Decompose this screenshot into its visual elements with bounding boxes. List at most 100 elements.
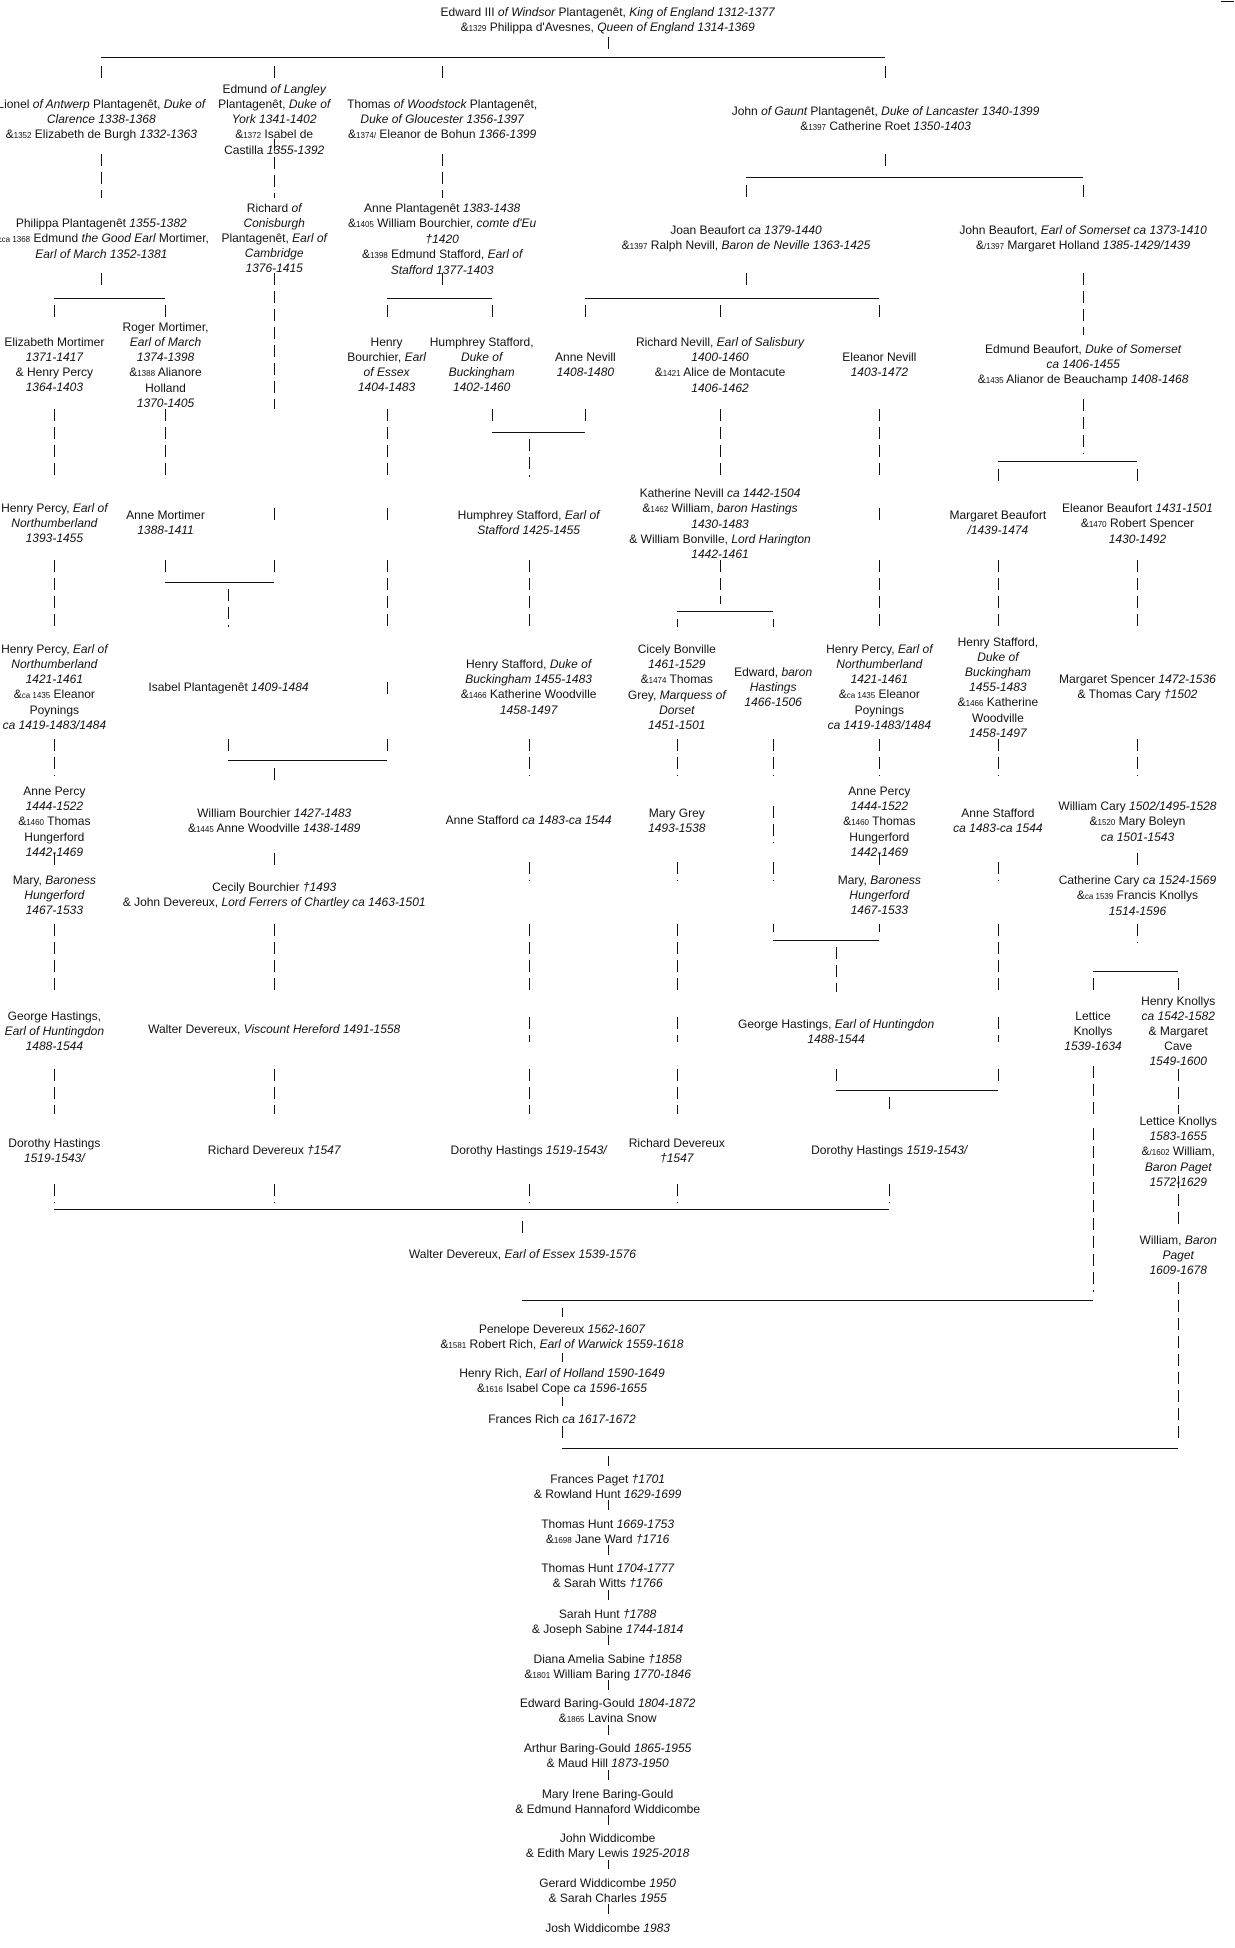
person-line: Northumberland	[1, 516, 107, 531]
descent-connector	[773, 618, 775, 628]
dates-or-title: 1421-1461	[25, 672, 84, 687]
descent-connector	[607, 1635, 609, 1645]
person-line: 1421-1461	[826, 672, 932, 687]
person-line: 1376-1415	[221, 261, 326, 276]
person-line: &1581 Robert Rich, Earl of Warwick 1559-…	[440, 1336, 684, 1351]
dates-or-title: Duke of	[549, 657, 592, 672]
descent-connector	[1083, 453, 1085, 454]
descent-connector	[607, 1679, 609, 1690]
person-sarah-hunt: Sarah Hunt †1788& Joseph Sabine 1744-181…	[532, 1607, 683, 1637]
descent-connector	[773, 775, 775, 777]
descent-connector	[676, 1034, 678, 1042]
descent-connector	[54, 1202, 56, 1203]
person-thomas-woodstock: Thomas of Woodstock Plantagenêt,Duke of …	[347, 97, 537, 143]
dates-or-title: ca 1524-1569	[1142, 872, 1217, 887]
person-thomas-hunt-1: Thomas Hunt 1669-1753&1698 Jane Ward †17…	[541, 1517, 674, 1548]
descent-connector	[1092, 1128, 1094, 1141]
dates-or-title: 1374-1398	[136, 349, 195, 364]
person-line: &1616 Isabel Cope ca 1596-1655	[476, 1381, 647, 1396]
person-line: Cambridge	[221, 246, 326, 261]
descent-connector	[879, 409, 881, 422]
person-john-widdicombe: John Widdicombe& Edith Mary Lewis 1925-2…	[526, 1831, 689, 1861]
descent-connector	[676, 977, 678, 990]
dates-or-title: Baroness	[870, 872, 921, 887]
person-line: Humphrey Stafford,	[429, 334, 534, 349]
person-line: 1370-1405	[122, 396, 208, 411]
person-line: 1393-1455	[1, 531, 107, 546]
marriage-year: 1460	[851, 817, 869, 827]
descent-connector	[274, 398, 276, 410]
descent-connector	[54, 409, 56, 422]
person-line: 1539-1634	[1064, 1039, 1121, 1054]
descent-connector	[386, 560, 388, 573]
person-line: & Sarah Charles 1955	[548, 1891, 667, 1906]
dates-or-title: 1519-1543/	[23, 1150, 85, 1165]
dates-or-title: 1385-1429/1439	[1102, 238, 1191, 253]
dates-or-title: 1400-1460	[691, 349, 749, 364]
person-line: ca 1501-1543	[1058, 830, 1216, 845]
marriage-year: 1388	[137, 368, 156, 378]
person-line: &1460 Thomas	[18, 813, 91, 828]
dates-or-title: Duke of Somerset	[1085, 342, 1182, 357]
person-line: 1609-1678	[1140, 1263, 1217, 1278]
person-line: Buckingham	[958, 665, 1039, 680]
person-line: 1442-1469	[843, 845, 915, 860]
descent-connector	[561, 1352, 563, 1362]
sibling-connector	[54, 297, 166, 299]
dates-or-title: †1420	[425, 231, 459, 246]
descent-connector	[274, 380, 276, 393]
descent-connector	[889, 1097, 891, 1110]
person-line: Isabel Plantagenêt 1409-1484	[148, 679, 309, 694]
dates-or-title: Buckingham	[964, 664, 1031, 679]
person-walter-devereux-vh: Walter Devereux, Viscount Hereford 1491-…	[148, 1022, 400, 1037]
descent-connector	[1092, 1102, 1094, 1115]
dates-or-title: 1514-1596	[1108, 903, 1167, 918]
descent-connector	[386, 739, 388, 752]
descent-connector	[528, 614, 530, 627]
person-line: &1460 Thomas	[843, 813, 916, 828]
person-line: Anne Percy	[848, 783, 911, 798]
descent-connector	[165, 463, 167, 476]
dates-or-title: of	[291, 200, 302, 215]
person-line: Henry	[370, 334, 403, 349]
sibling-connector	[101, 57, 886, 59]
person-gerard-widdicombe: Gerard Widdicombe 1950& Sarah Charles 19…	[539, 1876, 676, 1906]
descent-connector	[1092, 1146, 1094, 1159]
descent-connector	[274, 977, 276, 990]
descent-connector	[528, 1202, 530, 1203]
descent-connector	[1092, 978, 1094, 991]
dates-or-title: 1804-1872	[637, 1696, 696, 1711]
descent-connector	[1092, 1272, 1094, 1285]
person-line: 1442-1461	[629, 547, 810, 562]
descent-connector	[1178, 1318, 1180, 1331]
descent-connector	[773, 806, 775, 818]
person-line: John of Gaunt Plantagenêt, Duke of Lanca…	[731, 104, 1040, 119]
dates-or-title: /1439-1474	[967, 523, 1029, 538]
descent-connector	[386, 682, 388, 694]
descent-connector	[997, 560, 999, 573]
descent-connector	[386, 427, 388, 440]
descent-connector	[54, 941, 56, 954]
dates-or-title: 1519-1543/	[545, 1143, 607, 1158]
person-line: Edmund of Langley	[222, 81, 326, 96]
descent-connector	[1178, 1408, 1180, 1421]
person-line: &1397 Ralph Nevill, Baron de Neville 136…	[621, 238, 871, 253]
person-line: Sarah Hunt †1788	[558, 1607, 657, 1622]
descent-connector	[54, 578, 56, 591]
dates-or-title: 1455-1483	[969, 679, 1027, 694]
descent-connector	[101, 171, 103, 184]
dates-or-title: 1493-1538	[648, 821, 706, 835]
sibling-connector	[836, 1089, 998, 1091]
descent-connector	[1178, 1372, 1180, 1385]
descent-connector	[997, 861, 999, 874]
dates-or-title: Baron Paget	[1144, 1159, 1212, 1174]
person-line: Josh Widdicombe 1983	[545, 1920, 670, 1935]
